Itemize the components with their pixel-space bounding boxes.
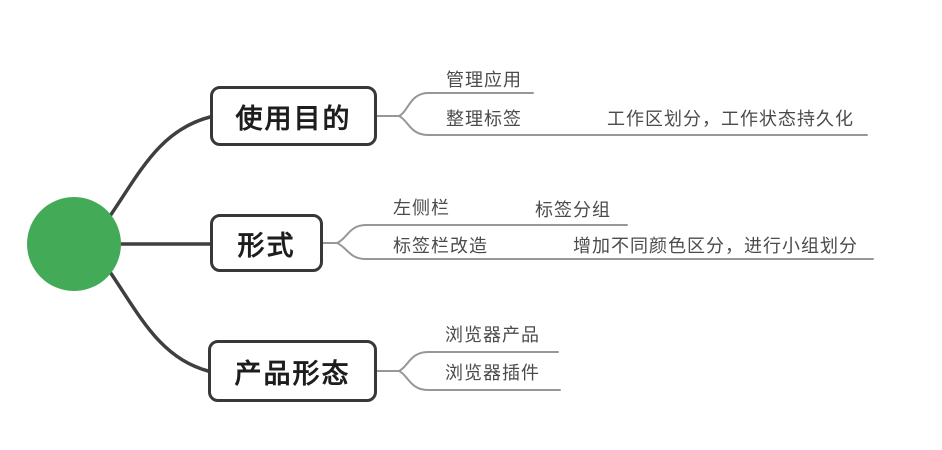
node-browser-plugin[interactable]: 浏览器插件	[445, 363, 540, 383]
usage-purpose-fork-upper-line	[398, 92, 534, 117]
node-manage-apps[interactable]: 管理应用	[446, 70, 522, 90]
node-tabbar-redesign[interactable]: 标签栏改造	[393, 236, 488, 256]
node-left-sidebar[interactable]: 左侧栏	[393, 198, 450, 218]
node-product-shape[interactable]: 产品形态	[208, 340, 377, 402]
node-tab-grouping[interactable]: 标签分组	[535, 200, 611, 220]
node-usage-purpose-label: 使用目的	[235, 103, 352, 134]
usage-purpose-fork-lower-line	[398, 115, 868, 136]
form-fork-lower-line	[336, 242, 874, 260]
root-node[interactable]	[27, 197, 121, 291]
product-shape-fork-upper-line	[398, 351, 559, 372]
form-fork-upper-line	[336, 224, 628, 244]
node-workspace-persistence[interactable]: 工作区划分，工作状态持久化	[607, 109, 854, 129]
root-to-usage-purpose-link	[108, 115, 212, 218]
product-shape-fork-lower-line	[398, 370, 561, 391]
node-product-shape-label: 产品形态	[234, 358, 351, 389]
node-usage-purpose[interactable]: 使用目的	[210, 86, 377, 146]
node-color-grouping[interactable]: 增加不同颜色区分，进行小组划分	[573, 236, 858, 256]
node-organize-tabs[interactable]: 整理标签	[446, 109, 522, 129]
node-browser-product[interactable]: 浏览器产品	[445, 325, 540, 345]
node-form-label: 形式	[237, 230, 296, 261]
node-form[interactable]: 形式	[210, 214, 323, 272]
root-to-product-shape-link	[108, 270, 210, 373]
